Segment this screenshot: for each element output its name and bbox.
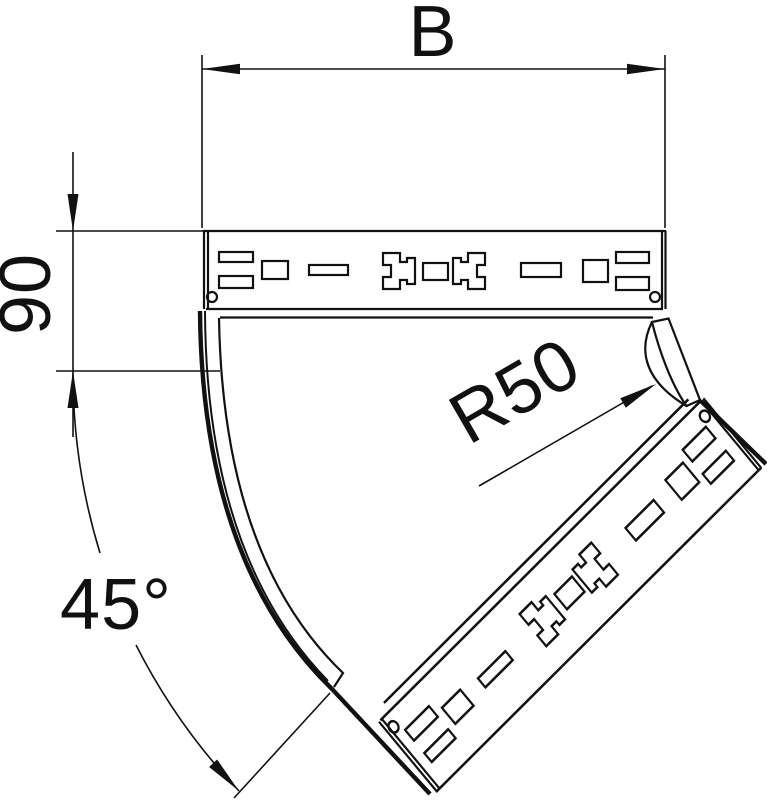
height-dimension-label: 90: [0, 253, 66, 335]
bend-curves: [197, 310, 767, 796]
dimension-45: 45°: [60, 372, 331, 799]
arrowhead-angle: [209, 759, 239, 791]
bend-inner-edge: [204, 310, 329, 682]
arrowhead-right: [627, 63, 665, 75]
dimension-90-lines: [56, 152, 220, 437]
corner-flap-arc: [644, 321, 688, 407]
angle-dimension-label: 45°: [60, 565, 172, 645]
dimension-b-lines: [201, 55, 666, 228]
arrowhead-left: [202, 63, 240, 75]
corner-flap-strip: [650, 317, 702, 408]
angled-end-edge: [699, 399, 767, 466]
arrowhead-down: [67, 194, 79, 231]
corner-flap: [644, 317, 702, 408]
width-dimension-label: B: [408, 0, 457, 72]
dimension-b: B: [201, 0, 666, 228]
bend-ledge-edge: [217, 317, 345, 688]
arrowhead-radius: [620, 384, 656, 408]
bend-outer-edge: [197, 310, 432, 796]
